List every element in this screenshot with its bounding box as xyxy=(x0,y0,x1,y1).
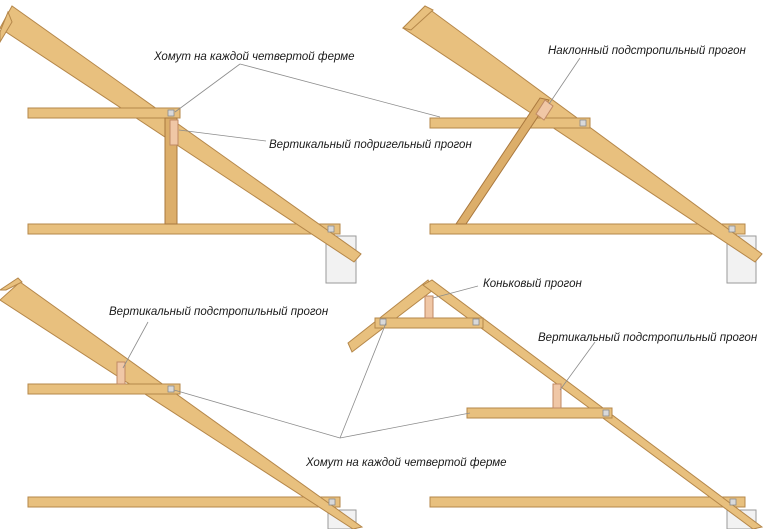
collar-beam xyxy=(27,383,181,395)
tie-beam xyxy=(429,496,746,508)
tie-beam xyxy=(27,496,341,508)
clamp-icon xyxy=(602,409,610,417)
label-vertical-rafter-purlin-right: Вертикальный подстропильный прогон xyxy=(538,332,758,344)
truss-top-left xyxy=(0,5,362,284)
collar-beam xyxy=(27,107,181,119)
clamp-icon xyxy=(579,119,587,127)
clamp-icon xyxy=(379,318,387,326)
purlin-block xyxy=(169,119,179,146)
clamp-icon xyxy=(327,225,335,233)
label-ridge-purlin: Коньковый прогон xyxy=(483,278,582,290)
rafter-left-stub xyxy=(0,10,13,43)
clamp-icon xyxy=(728,225,736,233)
truss-bottom-left xyxy=(0,277,364,529)
tie-beam xyxy=(27,223,341,235)
purlin-block xyxy=(535,99,554,121)
clamp-icon xyxy=(167,385,175,393)
collar-beam xyxy=(429,117,591,129)
collar-beam xyxy=(466,407,613,419)
label-clamp-bottom: Хомут на каждой четвертой ферме xyxy=(305,457,507,469)
inclined-strut xyxy=(455,97,550,225)
clamp-icon xyxy=(729,498,737,506)
truss-top-right xyxy=(402,5,763,284)
rafter-apex xyxy=(402,5,434,31)
clamp-icon xyxy=(472,318,480,326)
rafter-apex xyxy=(0,277,23,291)
vertical-purlin xyxy=(116,361,126,385)
label-vertical-rafter-purlin-left: Вертикальный подстропильный прогон xyxy=(109,306,329,318)
rafter xyxy=(0,281,364,529)
rafter-left xyxy=(347,279,434,353)
vertical-purlin xyxy=(552,383,562,409)
label-inclined-rafter-purlin: Наклонный подстропильный прогон xyxy=(548,45,746,57)
clamp-icon xyxy=(328,498,336,506)
clamp-icon xyxy=(167,109,175,117)
label-clamp-top: Хомут на каждой четвертой ферме xyxy=(153,51,355,63)
leader-lines xyxy=(122,57,596,439)
ridge-collar xyxy=(374,317,484,329)
label-vertical-strut-purlin: Вертикальный подригельный прогон xyxy=(269,139,472,151)
truss-bottom-right xyxy=(347,279,764,529)
rafter-right xyxy=(422,279,764,529)
ridge-purlin xyxy=(424,295,434,319)
tie-beam xyxy=(429,223,746,235)
